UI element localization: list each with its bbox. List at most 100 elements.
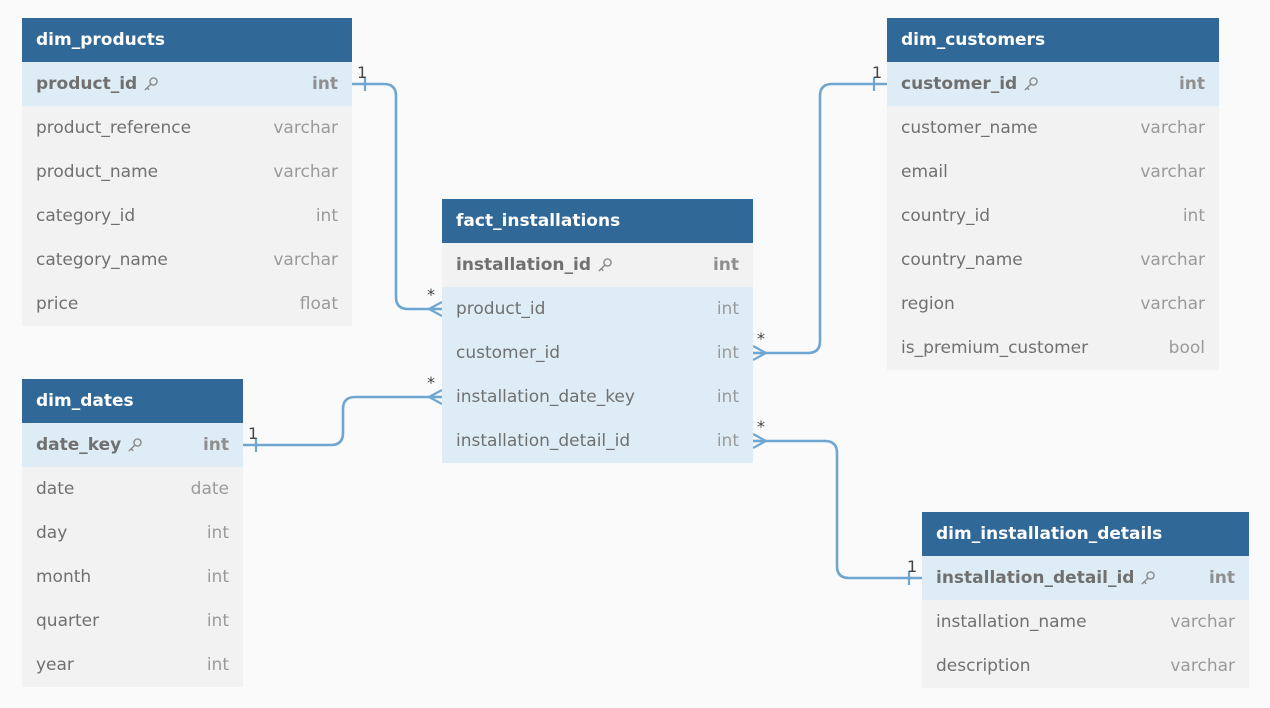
column-name-text: quarter xyxy=(36,611,100,631)
table-header-dim-installation-details[interactable]: dim_installation_details xyxy=(922,512,1249,556)
relationship-line-products xyxy=(352,82,442,311)
column-type: int xyxy=(712,255,739,275)
column-type: varchar xyxy=(1140,162,1205,182)
key-icon xyxy=(597,257,613,273)
column-name: date xyxy=(36,479,191,499)
cardinality-many: * xyxy=(427,373,435,392)
column-name: category_name xyxy=(36,250,273,270)
column-name-text: customer_id xyxy=(901,74,1018,94)
cardinality-one: 1 xyxy=(872,63,883,82)
column-type: date xyxy=(190,479,229,499)
column-row-description[interactable]: description varchar xyxy=(922,644,1249,688)
column-type: int xyxy=(202,435,229,455)
column-type: bool xyxy=(1168,338,1205,358)
column-name: installation_detail_id xyxy=(456,431,717,451)
column-type: int xyxy=(1178,74,1205,94)
table-header-dim-dates[interactable]: dim_dates xyxy=(22,379,243,423)
table-header-dim-customers[interactable]: dim_customers xyxy=(887,18,1219,62)
relationship-line-dates xyxy=(243,395,442,447)
column-name: quarter xyxy=(36,611,207,631)
column-row-customer-id[interactable]: customer_id int xyxy=(887,62,1219,106)
column-name: region xyxy=(901,294,1140,314)
column-row-date-key[interactable]: date_key int xyxy=(22,423,243,467)
column-name-text: product_id xyxy=(456,299,546,319)
column-name-text: country_name xyxy=(901,250,1023,270)
column-name: price xyxy=(36,294,300,314)
column-type: int xyxy=(716,431,739,451)
column-type: int xyxy=(1182,206,1205,226)
table-header-fact-installations[interactable]: fact_installations xyxy=(442,199,753,243)
column-row-email[interactable]: email varchar xyxy=(887,150,1219,194)
column-name-text: product_name xyxy=(36,162,159,182)
column-type: int xyxy=(206,611,229,631)
table-header-dim-products[interactable]: dim_products xyxy=(22,18,352,62)
column-name-text: year xyxy=(36,655,74,675)
many-marker xyxy=(428,301,443,317)
cardinality-one: 1 xyxy=(907,557,918,576)
column-name-text: email xyxy=(901,162,948,182)
column-type: int xyxy=(716,387,739,407)
column-name-text: region xyxy=(901,294,955,314)
column-name-text: category_name xyxy=(36,250,168,270)
column-name: year xyxy=(36,655,207,675)
column-name: country_name xyxy=(901,250,1140,270)
column-row-customer-name[interactable]: customer_name varchar xyxy=(887,106,1219,150)
column-row-quarter[interactable]: quarter int xyxy=(22,599,243,643)
column-type: int xyxy=(206,655,229,675)
column-name: installation_detail_id xyxy=(936,568,1209,588)
column-type: varchar xyxy=(273,162,338,182)
column-type: varchar xyxy=(1140,118,1205,138)
column-type: varchar xyxy=(273,250,338,270)
column-name-text: price xyxy=(36,294,79,314)
key-icon xyxy=(127,437,143,453)
column-type: int xyxy=(311,74,338,94)
many-marker xyxy=(752,433,767,449)
column-name: product_name xyxy=(36,162,273,182)
column-row-year[interactable]: year int xyxy=(22,643,243,687)
column-name: installation_id xyxy=(456,255,713,275)
key-icon xyxy=(1023,76,1039,92)
column-name: is_premium_customer xyxy=(901,338,1169,358)
cardinality-one: 1 xyxy=(248,424,259,443)
column-row-product-name[interactable]: product_name varchar xyxy=(22,150,352,194)
column-type: int xyxy=(206,567,229,587)
column-name-text: category_id xyxy=(36,206,136,226)
column-name-text: customer_name xyxy=(901,118,1038,138)
column-name: customer_id xyxy=(456,343,717,363)
column-name-text: customer_id xyxy=(456,343,561,363)
column-name-text: installation_name xyxy=(936,612,1087,632)
column-type: int xyxy=(1208,568,1235,588)
column-name-text: description xyxy=(936,656,1031,676)
column-row-product-id[interactable]: product_id int xyxy=(442,287,753,331)
column-name: country_id xyxy=(901,206,1183,226)
column-type: int xyxy=(716,299,739,319)
column-type: varchar xyxy=(1170,656,1235,676)
column-name: email xyxy=(901,162,1140,182)
column-name-text: date_key xyxy=(36,435,122,455)
cardinality-one: 1 xyxy=(357,63,368,82)
many-marker xyxy=(428,389,443,405)
column-row-category-name[interactable]: category_name varchar xyxy=(22,238,352,282)
